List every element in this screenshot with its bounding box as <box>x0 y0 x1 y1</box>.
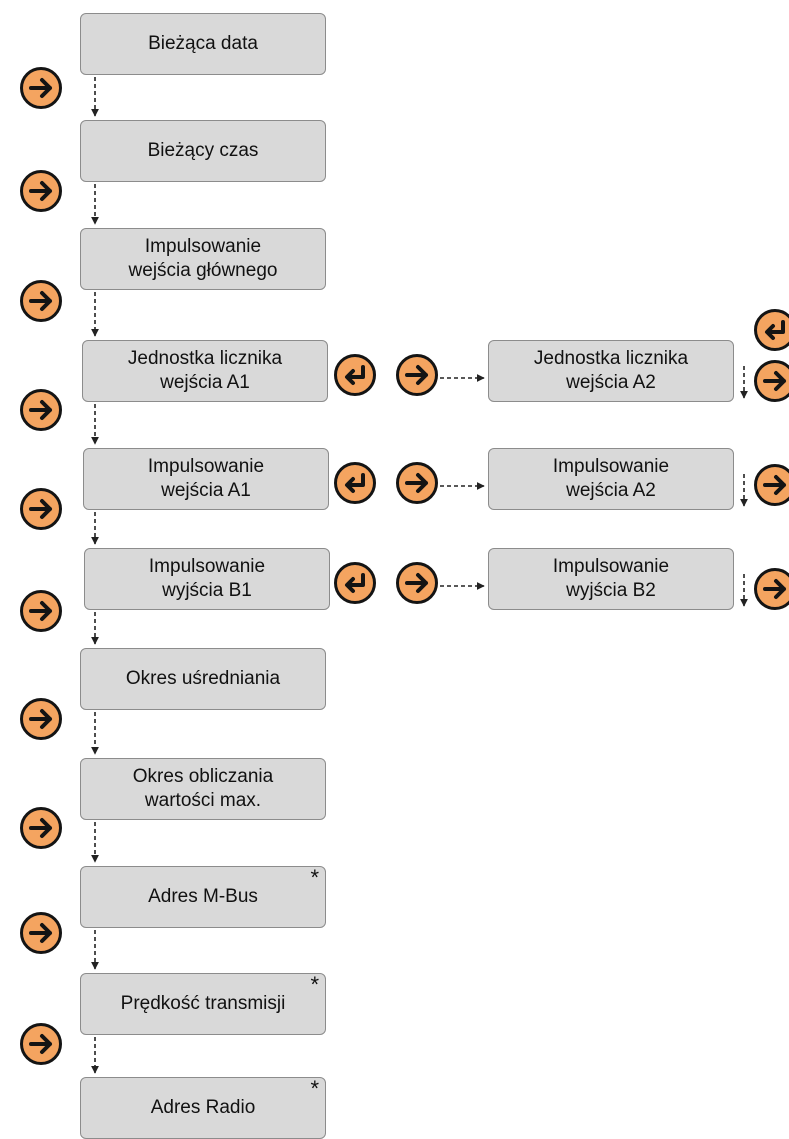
arrow-right-icon[interactable] <box>754 464 789 506</box>
menu-item-label: Adres M-Bus <box>148 886 258 907</box>
menu-item-label: Jednostka licznika wejścia A1 <box>127 348 283 393</box>
arrow-right-icon[interactable] <box>396 462 438 504</box>
submenu-item-input-a2-unit[interactable]: Jednostka licznika wejścia A2 <box>488 340 734 402</box>
menu-item-main-input-pulse[interactable]: Impulsowanie wejścia głównego <box>80 228 326 290</box>
arrow-right-icon[interactable] <box>20 280 62 322</box>
arrow-right-icon[interactable] <box>20 912 62 954</box>
enter-return-icon[interactable] <box>754 309 789 351</box>
asterisk-mark: * <box>310 1076 319 1101</box>
enter-return-icon[interactable] <box>334 562 376 604</box>
menu-item-averaging-period[interactable]: Okres uśredniania <box>80 648 326 710</box>
arrow-right-icon[interactable] <box>754 360 789 402</box>
menu-item-label: Adres Radio <box>150 1097 256 1118</box>
menu-item-input-a1-unit[interactable]: Jednostka licznika wejścia A1 <box>82 340 328 402</box>
menu-item-radio-address[interactable]: Adres Radio * <box>80 1076 326 1139</box>
menu-item-label: Impulsowanie wejścia głównego <box>128 236 278 281</box>
menu-item-label: Impulsowanie wyjścia B1 <box>148 556 266 601</box>
menu-item-current-time[interactable]: Bieżący czas <box>80 120 326 182</box>
arrow-right-icon[interactable] <box>396 562 438 604</box>
menu-item-current-date[interactable]: Bieżąca data <box>80 13 326 75</box>
arrow-right-icon[interactable] <box>20 170 62 212</box>
menu-item-label: Jednostka licznika wejścia A2 <box>533 348 689 393</box>
menu-item-label: Impulsowanie wejścia A1 <box>147 456 265 501</box>
arrow-right-icon[interactable] <box>396 354 438 396</box>
menu-item-label: Impulsowanie wyjścia B2 <box>552 556 670 601</box>
menu-item-output-b1-pulse[interactable]: Impulsowanie wyjścia B1 <box>84 548 330 610</box>
arrow-right-icon[interactable] <box>20 488 62 530</box>
arrow-right-icon[interactable] <box>20 67 62 109</box>
submenu-item-output-b2-pulse[interactable]: Impulsowanie wyjścia B2 <box>488 548 734 610</box>
menu-item-label: Prędkość transmisji <box>120 993 286 1014</box>
arrow-right-icon[interactable] <box>20 698 62 740</box>
asterisk-mark: * <box>310 972 319 997</box>
enter-return-icon[interactable] <box>334 354 376 396</box>
arrow-right-icon[interactable] <box>20 590 62 632</box>
menu-item-label: Impulsowanie wejścia A2 <box>552 456 670 501</box>
menu-item-label: Okres uśredniania <box>125 668 281 689</box>
menu-item-input-a1-pulse[interactable]: Impulsowanie wejścia A1 <box>83 448 329 510</box>
arrow-right-icon[interactable] <box>20 1023 62 1065</box>
menu-item-label: Bieżący czas <box>147 140 259 161</box>
arrow-right-icon[interactable] <box>20 807 62 849</box>
submenu-item-input-a2-pulse[interactable]: Impulsowanie wejścia A2 <box>488 448 734 510</box>
menu-item-mbus-address[interactable]: Adres M-Bus * <box>80 865 326 928</box>
menu-item-label: Bieżąca data <box>148 33 258 54</box>
arrow-right-icon[interactable] <box>754 568 789 610</box>
arrow-right-icon[interactable] <box>20 389 62 431</box>
menu-item-max-calc-period[interactable]: Okres obliczania wartości max. <box>80 758 326 820</box>
asterisk-mark: * <box>310 865 319 890</box>
menu-item-label: Okres obliczania wartości max. <box>132 766 274 811</box>
enter-return-icon[interactable] <box>334 462 376 504</box>
menu-item-transmission-speed[interactable]: Prędkość transmisji * <box>80 972 326 1035</box>
